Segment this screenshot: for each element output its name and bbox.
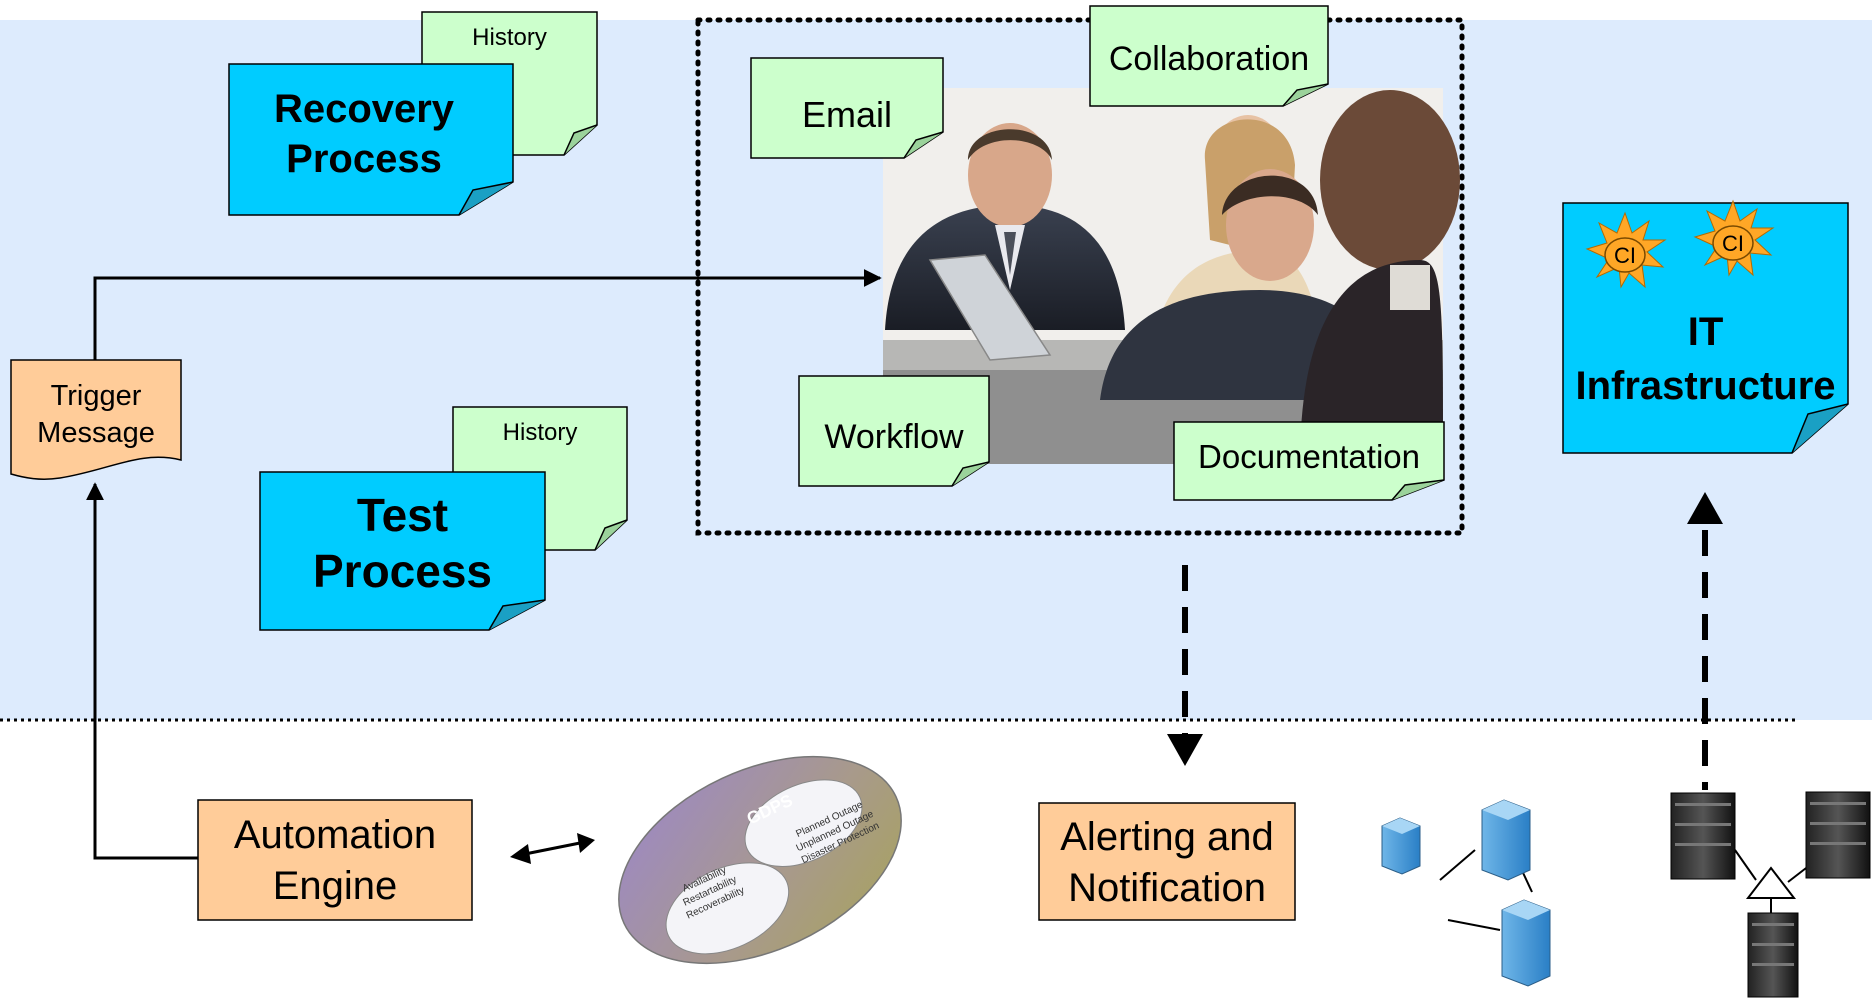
recovery-process-note	[228, 63, 514, 216]
trigger-to-collaboration-arrow	[93, 269, 882, 360]
it-infrastructure-title: IT Infrastructure	[1563, 305, 1848, 413]
test-process-note	[259, 471, 546, 631]
it-title-line1: IT	[1687, 310, 1724, 354]
automation-engine-label: Automation Engine	[198, 810, 472, 912]
test-title-line2: Process	[312, 545, 492, 597]
gdps-graphic	[618, 755, 902, 965]
automation-line2: Engine	[272, 864, 398, 908]
mainframe-cluster-icon	[1670, 791, 1871, 998]
ci-label: CI	[1722, 231, 1744, 256]
recovery-title-line2: Process	[286, 137, 442, 181]
documentation-note	[1173, 421, 1445, 501]
trigger-message-box	[10, 359, 182, 480]
recovery-title-line1: Recovery	[273, 87, 455, 131]
collaboration-note	[1089, 5, 1329, 107]
engine-to-trigger-arrow	[86, 482, 198, 860]
test-process-title: Test Process	[260, 487, 545, 599]
engine-gdps-double-arrow	[510, 833, 595, 864]
server-network-icon	[1381, 799, 1551, 987]
workflow-label: Workflow	[824, 418, 964, 456]
ci-sun-icon	[1693, 199, 1775, 277]
recovery-history-label: History	[472, 24, 547, 51]
email-label: Email	[801, 94, 893, 135]
test-history-label: History	[502, 419, 578, 446]
collaboration-label: Collaboration	[1108, 40, 1310, 78]
automation-engine-box	[197, 799, 473, 921]
documentation-label: Documentation	[1198, 438, 1420, 475]
trigger-message-label: Trigger Message	[11, 378, 181, 452]
email-note	[750, 57, 944, 159]
alerting-notification-box	[1038, 802, 1296, 921]
alerting-line1: Alerting and	[1060, 815, 1274, 859]
trigger-line2: Message	[37, 417, 155, 449]
ci-sun-icon	[1585, 211, 1667, 289]
test-title-line1: Test	[356, 489, 449, 541]
trigger-line1: Trigger	[50, 380, 142, 412]
alerting-line2: Notification	[1068, 866, 1266, 910]
automation-line1: Automation	[233, 813, 437, 857]
recovery-process-title: Recovery Process	[229, 84, 499, 184]
ci-label: CI	[1614, 243, 1636, 268]
alerting-notification-label: Alerting and Notification	[1039, 812, 1295, 914]
it-title-line2: Infrastructure	[1575, 364, 1836, 408]
workflow-note	[798, 375, 990, 487]
